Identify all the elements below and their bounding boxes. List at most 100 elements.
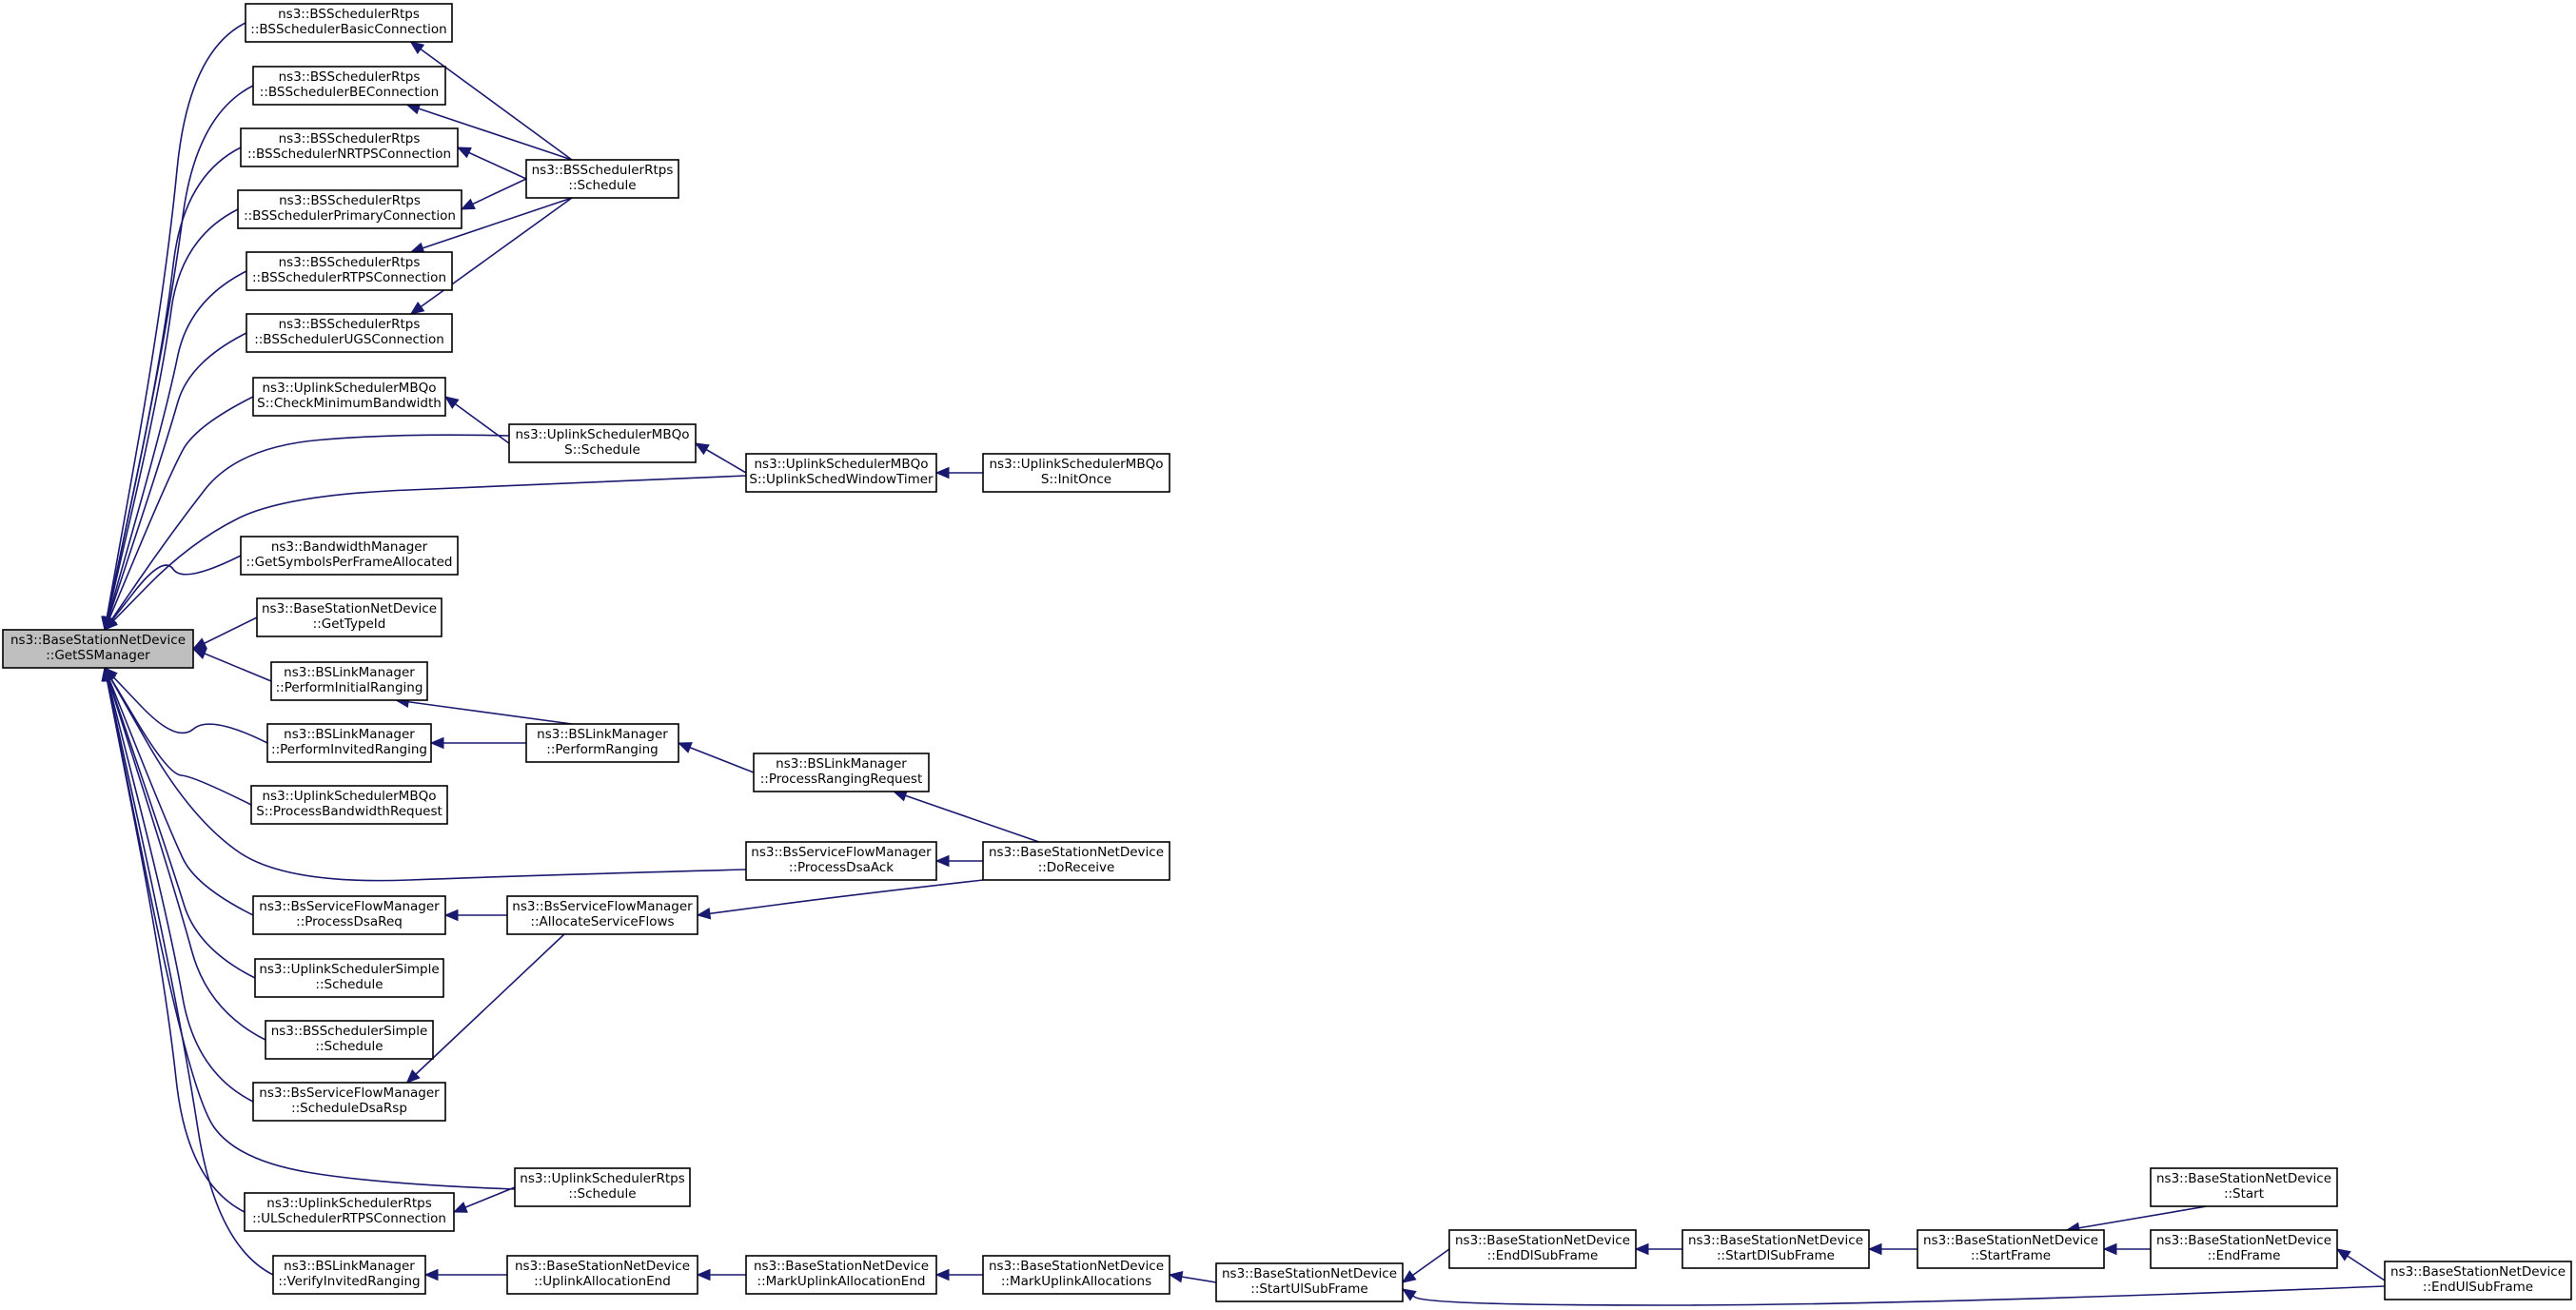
node-box[interactable] xyxy=(525,723,679,763)
node-box[interactable] xyxy=(250,785,448,825)
node-box[interactable] xyxy=(506,1255,698,1295)
node-box[interactable] xyxy=(982,841,1170,881)
graph-node-n34[interactable]: ns3::BaseStationNetDevice::StartDlSubFra… xyxy=(1681,1229,1870,1269)
node-box[interactable] xyxy=(246,313,453,353)
call-edge xyxy=(104,667,256,979)
graph-node-n17[interactable]: ns3::UplinkSchedulerRtps::ULSchedulerRTP… xyxy=(244,1192,455,1232)
node-box[interactable] xyxy=(254,958,444,998)
graph-node-n37[interactable]: ns3::BaseStationNetDevice::EndFrame xyxy=(2150,1229,2338,1269)
node-box[interactable] xyxy=(525,159,679,199)
node-label-class: ns3::BandwidthManager xyxy=(271,539,428,555)
node-label-class: ns3::BaseStationNetDevice xyxy=(515,1259,690,1274)
node-box[interactable] xyxy=(753,753,930,792)
node-box[interactable] xyxy=(514,1167,691,1207)
graph-node-n13[interactable]: ns3::BsServiceFlowManager::ProcessDsaReq xyxy=(252,895,446,935)
graph-node-n30[interactable]: ns3::BaseStationNetDevice::DoReceive xyxy=(982,841,1170,881)
edge-arrowhead xyxy=(405,1069,421,1084)
call-edge xyxy=(104,667,747,882)
graph-node-n10[interactable]: ns3::BSLinkManager::PerformInitialRangin… xyxy=(270,661,428,701)
node-label-method: ::ULSchedulerRTPSConnection xyxy=(252,1211,446,1226)
node-box[interactable] xyxy=(252,377,446,417)
node-box[interactable] xyxy=(1917,1229,2105,1269)
graph-node-n26[interactable]: ns3::BSLinkManager::ProcessRangingReques… xyxy=(753,753,930,792)
graph-node-n25[interactable]: ns3::UplinkSchedulerMBQoS::UplinkSchedWi… xyxy=(745,453,937,493)
node-box[interactable] xyxy=(982,453,1170,493)
node-label-class: ns3::UplinkSchedulerMBQo xyxy=(263,381,437,396)
node-label-method: ::Schedule xyxy=(315,977,383,992)
node-box[interactable] xyxy=(1681,1229,1870,1269)
nodes-layer: ns3::BaseStationNetDevice::GetSSManagern… xyxy=(2,3,2572,1302)
graph-node-n3[interactable]: ns3::BSSchedulerRtps::BSSchedulerNRTPSCo… xyxy=(240,127,459,167)
node-box[interactable] xyxy=(745,1255,937,1295)
graph-node-n31[interactable]: ns3::BaseStationNetDevice::MarkUplinkAll… xyxy=(982,1255,1170,1295)
node-box[interactable] xyxy=(745,453,937,493)
graph-node-n32[interactable]: ns3::BaseStationNetDevice::StartUlSubFra… xyxy=(1215,1262,1404,1302)
node-box[interactable] xyxy=(1215,1262,1404,1302)
call-edge xyxy=(697,879,984,916)
graph-node-n5[interactable]: ns3::BSSchedulerRtps::BSSchedulerRTPSCon… xyxy=(246,251,453,291)
node-box[interactable] xyxy=(1448,1229,1637,1269)
graph-node-n2[interactable]: ns3::BSSchedulerRtps::BSSchedulerBEConne… xyxy=(252,66,446,106)
graph-node-n22[interactable]: ns3::BsServiceFlowManager::AllocateServi… xyxy=(506,895,698,935)
node-label-method: S::Schedule xyxy=(564,442,640,458)
graph-node-n23[interactable]: ns3::UplinkSchedulerRtps::Schedule xyxy=(514,1167,691,1207)
graph-node-n0[interactable]: ns3::BaseStationNetDevice::GetSSManager xyxy=(2,629,194,669)
node-box[interactable] xyxy=(508,423,697,463)
edge-arrowhead xyxy=(934,854,950,868)
graph-node-n11[interactable]: ns3::BSLinkManager::PerformInvitedRangin… xyxy=(266,723,432,763)
node-box[interactable] xyxy=(272,1255,426,1295)
node-box[interactable] xyxy=(245,3,453,43)
node-label-class: ns3::UplinkSchedulerSimple xyxy=(259,962,439,977)
node-box[interactable] xyxy=(240,536,459,576)
node-label-method: S::InitOnce xyxy=(1041,472,1111,487)
node-box[interactable] xyxy=(506,895,698,935)
graph-node-n24[interactable]: ns3::BaseStationNetDevice::UplinkAllocat… xyxy=(506,1255,698,1295)
node-box[interactable] xyxy=(252,895,446,935)
node-box[interactable] xyxy=(256,597,442,637)
node-box[interactable] xyxy=(2150,1167,2338,1207)
node-box[interactable] xyxy=(745,841,937,881)
graph-node-n4[interactable]: ns3::BSSchedulerRtps::BSSchedulerPrimary… xyxy=(237,189,462,229)
graph-node-n38[interactable]: ns3::BaseStationNetDevice::EndUlSubFrame xyxy=(2384,1261,2572,1300)
graph-node-n6[interactable]: ns3::BSSchedulerRtps::BSSchedulerUGSConn… xyxy=(246,313,453,353)
graph-node-n9[interactable]: ns3::BaseStationNetDevice::GetTypeId xyxy=(256,597,442,637)
node-label-class: ns3::BSSchedulerRtps xyxy=(279,131,421,147)
graph-node-n33[interactable]: ns3::BaseStationNetDevice::EndDlSubFrame xyxy=(1448,1229,1637,1269)
node-box[interactable] xyxy=(252,66,446,106)
edge-arrowhead xyxy=(696,1268,711,1281)
node-box[interactable] xyxy=(2384,1261,2572,1300)
graph-node-n14[interactable]: ns3::UplinkSchedulerSimple::Schedule xyxy=(254,958,444,998)
node-box[interactable] xyxy=(982,1255,1170,1295)
graph-node-n1[interactable]: ns3::BSSchedulerRtps::BSSchedulerBasicCo… xyxy=(245,3,453,43)
graph-node-n35[interactable]: ns3::BaseStationNetDevice::StartFrame xyxy=(1917,1229,2105,1269)
graph-node-n8[interactable]: ns3::BandwidthManager::GetSymbolsPerFram… xyxy=(240,536,459,576)
graph-node-n28[interactable]: ns3::BaseStationNetDevice::MarkUplinkAll… xyxy=(745,1255,937,1295)
node-box[interactable] xyxy=(265,1020,434,1060)
node-box[interactable] xyxy=(2,629,194,669)
node-label-class: ns3::BaseStationNetDevice xyxy=(989,1259,1164,1274)
node-label-method: ::Start xyxy=(2224,1186,2264,1202)
graph-node-n15[interactable]: ns3::BSSchedulerSimple::Schedule xyxy=(265,1020,434,1060)
node-label-method: ::StartFrame xyxy=(1971,1248,2051,1263)
graph-node-n7[interactable]: ns3::UplinkSchedulerMBQoS::CheckMinimumB… xyxy=(252,377,446,417)
graph-node-n18[interactable]: ns3::BSLinkManager::VerifyInvitedRanging xyxy=(272,1255,426,1295)
node-label-method: ::PerformInitialRanging xyxy=(276,680,423,695)
node-box[interactable] xyxy=(240,127,459,167)
node-box[interactable] xyxy=(244,1192,455,1232)
node-label-method: ::BSSchedulerBEConnection xyxy=(260,85,439,100)
node-box[interactable] xyxy=(252,1082,446,1122)
graph-node-n19[interactable]: ns3::BSSchedulerRtps::Schedule xyxy=(525,159,679,199)
node-box[interactable] xyxy=(2150,1229,2338,1269)
graph-node-n27[interactable]: ns3::BsServiceFlowManager::ProcessDsaAck xyxy=(745,841,937,881)
node-box[interactable] xyxy=(246,251,453,291)
node-box[interactable] xyxy=(237,189,462,229)
graph-node-n21[interactable]: ns3::BSLinkManager::PerformRanging xyxy=(525,723,679,763)
graph-node-n16[interactable]: ns3::BsServiceFlowManager::ScheduleDsaRs… xyxy=(252,1082,446,1122)
graph-node-n12[interactable]: ns3::UplinkSchedulerMBQoS::ProcessBandwi… xyxy=(250,785,448,825)
graph-node-n36[interactable]: ns3::BaseStationNetDevice::Start xyxy=(2150,1167,2338,1207)
node-box[interactable] xyxy=(270,661,428,701)
edge-arrowhead xyxy=(443,396,460,410)
node-box[interactable] xyxy=(266,723,432,763)
